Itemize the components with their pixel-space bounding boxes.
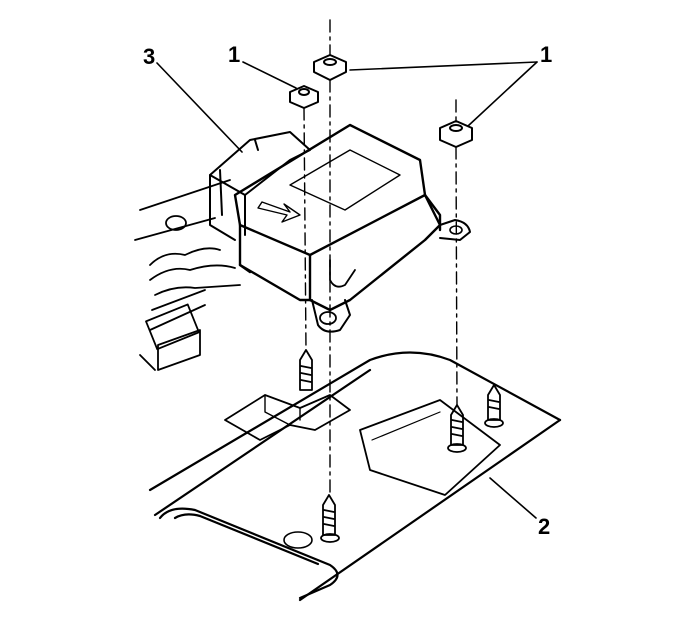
alignment-lines [303,19,458,496]
stud-right-rear [484,384,504,428]
nut-left [289,85,319,109]
leader-lines [156,61,538,519]
callout-connector: 3 [143,44,156,69]
stud-right-front [447,404,467,453]
callout-floor-pan: 2 [538,514,551,539]
nut-center-top [313,54,347,81]
stud-left [299,349,313,391]
stud-front [320,494,340,543]
connector [209,131,311,241]
floor-pan [148,351,562,602]
callout-nuts-left: 1 [228,42,241,67]
nut-right [439,120,473,148]
wiring-harness [134,179,241,371]
callout-nuts-right: 1 [540,42,553,67]
sensing-module [233,123,471,333]
